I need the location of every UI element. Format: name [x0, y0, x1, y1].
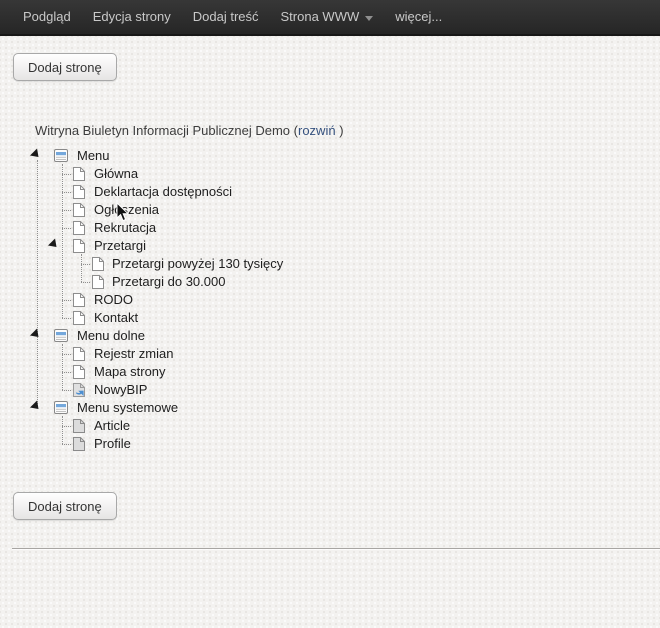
tree-node-label: Rejestr zmian	[94, 346, 174, 361]
expander-icon[interactable]	[29, 148, 43, 161]
mouse-cursor	[116, 202, 129, 222]
site-page-tree: Menu Główna Deklartacja dostępności Ogło…	[0, 147, 660, 453]
link-page-icon	[73, 383, 85, 397]
page-icon	[73, 311, 85, 325]
menubar-item-label: Strona WWW	[280, 9, 360, 24]
page-icon	[92, 257, 104, 271]
tree-node-label: Article	[94, 418, 131, 433]
page-icon	[73, 221, 85, 235]
tree-node-przetargi[interactable]: Przetargi	[0, 237, 660, 255]
tree-node-label: Przetargi	[94, 238, 147, 253]
menubar-item-edycja-strony[interactable]: Edycja strony	[82, 0, 182, 35]
menubar-item-label: więcej...	[395, 9, 443, 24]
menubar-item-podglad[interactable]: Podgląd	[12, 0, 82, 35]
tree-node-label: Menu dolne	[77, 328, 145, 343]
tree-node-label: Deklartacja dostępności	[94, 184, 233, 199]
expander-icon[interactable]	[47, 238, 61, 251]
menubar-item-dodaj-tresc[interactable]: Dodaj treść	[182, 0, 270, 35]
expand-all-link[interactable]: rozwiń	[298, 123, 336, 138]
page-icon	[73, 347, 85, 361]
page-icon	[73, 293, 85, 307]
tree-node-glowna[interactable]: Główna	[0, 165, 660, 183]
tree-node-label: Mapa strony	[94, 364, 166, 379]
tree-node-rekrutacja[interactable]: Rekrutacja	[0, 219, 660, 237]
menubar-item-wiecej[interactable]: więcej...	[384, 0, 453, 35]
tree-node-label: Przetargi powyżej 130 tysięcy	[112, 256, 284, 271]
page-icon	[73, 239, 85, 253]
expand-link-prefix: (	[293, 123, 298, 138]
tree-node-menu[interactable]: Menu	[0, 147, 660, 165]
page-gray-icon	[73, 419, 85, 433]
tree-node-mapa-strony[interactable]: Mapa strony	[0, 363, 660, 381]
page-icon	[73, 365, 85, 379]
expand-link-suffix: )	[335, 123, 344, 138]
horizontal-divider	[12, 548, 660, 550]
menubar-item-label: Dodaj treść	[192, 9, 259, 24]
tree-node-label: Menu systemowe	[77, 400, 179, 415]
site-tree-title: Witryna Biuletyn Informacji Publicznej D…	[35, 123, 344, 138]
tree-node-label: RODO	[94, 292, 133, 307]
tree-node-menu-dolne[interactable]: Menu dolne	[0, 327, 660, 345]
menubar-item-label: Edycja strony	[92, 9, 171, 24]
add-page-button-bottom[interactable]: Dodaj stronę	[13, 492, 117, 520]
tree-node-label: Menu	[77, 148, 110, 163]
add-page-button-top[interactable]: Dodaj stronę	[13, 53, 117, 81]
expander-icon[interactable]	[29, 328, 43, 341]
tree-node-label: Profile	[94, 436, 131, 451]
tree-node-przetargi-do-30000[interactable]: Przetargi do 30.000	[0, 273, 660, 291]
tree-node-profile[interactable]: Profile	[0, 435, 660, 453]
tree-node-label: Kontakt	[94, 310, 139, 325]
tree-node-ogloszenia[interactable]: Ogłoszenia	[0, 201, 660, 219]
chevron-down-icon	[365, 15, 374, 21]
menu-icon	[54, 401, 68, 414]
tree-node-nowybip[interactable]: NowyBIP	[0, 381, 660, 399]
tree-node-rodo[interactable]: RODO	[0, 291, 660, 309]
tree-node-przetargi-powyzej-130[interactable]: Przetargi powyżej 130 tysięcy	[0, 255, 660, 273]
menu-icon	[54, 149, 68, 162]
tree-node-deklartacja-dostepnosci[interactable]: Deklartacja dostępności	[0, 183, 660, 201]
menubar-item-strona-www[interactable]: Strona WWW	[270, 0, 385, 35]
menubar-item-label: Podgląd	[23, 9, 71, 24]
tree-node-menu-systemowe[interactable]: Menu systemowe	[0, 399, 660, 417]
page-icon	[92, 275, 104, 289]
expander-icon[interactable]	[29, 400, 43, 413]
site-title-text: Witryna Biuletyn Informacji Publicznej D…	[35, 123, 294, 138]
page-gray-icon	[73, 437, 85, 451]
tree-node-label: Główna	[94, 166, 139, 181]
tree-node-label: Rekrutacja	[94, 220, 157, 235]
top-menubar: Podgląd Edycja strony Dodaj treść Strona…	[0, 0, 660, 36]
page-icon	[73, 167, 85, 181]
tree-node-label: NowyBIP	[94, 382, 148, 397]
page-icon	[73, 185, 85, 199]
tree-node-kontakt[interactable]: Kontakt	[0, 309, 660, 327]
tree-node-label: Ogłoszenia	[94, 202, 160, 217]
page-icon	[73, 203, 85, 217]
tree-node-rejestr-zmian[interactable]: Rejestr zmian	[0, 345, 660, 363]
tree-node-label: Przetargi do 30.000	[112, 274, 226, 289]
menu-icon	[54, 329, 68, 342]
tree-node-article[interactable]: Article	[0, 417, 660, 435]
